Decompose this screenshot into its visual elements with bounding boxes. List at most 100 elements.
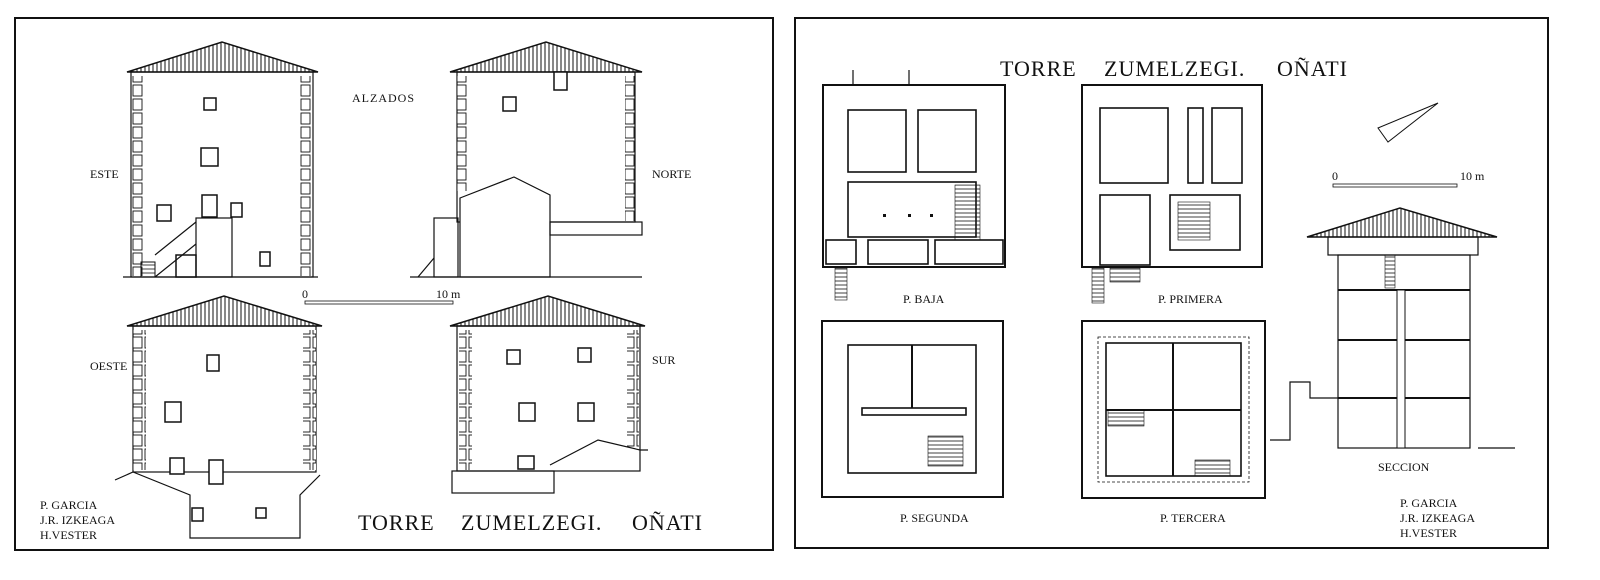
beam: [861, 407, 967, 416]
roof: [1306, 207, 1498, 238]
plan-tercera: P. TERCERA: [1081, 320, 1266, 525]
quoin-stones: [457, 76, 468, 191]
roof: [126, 41, 319, 73]
quoin-stones: [303, 330, 316, 470]
window: [553, 71, 568, 91]
window: [206, 354, 220, 372]
stairs: [1194, 459, 1231, 477]
title-part: OÑATI: [1277, 56, 1348, 81]
label-este: ESTE: [90, 167, 119, 181]
scale-bar-line: [304, 300, 454, 305]
room: [1211, 107, 1243, 184]
stair-rail: [154, 221, 197, 256]
stairs: [140, 261, 156, 278]
tower-wall: [132, 325, 317, 473]
plan-segunda: P. SEGUNDA: [821, 320, 1004, 525]
scale-end: 10 m: [436, 287, 461, 301]
author: J.R. IZKEAGA: [40, 513, 115, 527]
wall-block: [825, 239, 857, 265]
title-part: ZUMELZEGI.: [1104, 56, 1245, 81]
label-p-baja: P. BAJA: [903, 292, 945, 306]
sheet-title: TORRE ZUMELZEGI. OÑATI: [1000, 56, 1348, 81]
scale-start: 0: [1332, 169, 1338, 183]
window: [506, 349, 521, 365]
window: [255, 507, 267, 519]
label-seccion: SECCION: [1378, 460, 1430, 474]
window: [156, 204, 172, 222]
pillar: [930, 214, 933, 217]
author: P. GARCIA: [1400, 496, 1458, 510]
stair-rail: [154, 243, 197, 278]
window: [200, 147, 219, 167]
tower-wall: [130, 71, 314, 278]
door: [201, 194, 218, 218]
stair-landing: [195, 217, 233, 278]
author: H.VESTER: [1400, 526, 1457, 540]
stairs: [927, 435, 964, 467]
room: [917, 109, 977, 173]
quoin-stones: [131, 76, 143, 276]
stairs: [1091, 267, 1105, 304]
elevation-este: ESTE: [90, 41, 319, 278]
stairs: [1177, 201, 1211, 241]
scale-bar: 0 10 m: [302, 287, 461, 305]
quoin-stones: [627, 330, 639, 448]
stairs: [1109, 267, 1141, 283]
room: [1099, 194, 1151, 266]
wall-block: [867, 239, 929, 265]
elevation-oeste: OESTE: [90, 295, 323, 539]
stairs: [1384, 254, 1396, 289]
label-sur: SUR: [652, 353, 675, 367]
label-oeste: OESTE: [90, 359, 127, 373]
quoin-stones: [133, 330, 146, 470]
room: [1099, 107, 1169, 184]
title-part: TORRE: [358, 510, 435, 535]
label-p-primera: P. PRIMERA: [1158, 292, 1223, 306]
base-wall: [451, 470, 555, 494]
quoin-stones: [625, 76, 636, 221]
elevations-sheet: ESTE ALZADOS NORTE 0 10 m: [14, 17, 774, 551]
dashed-outline: [1097, 336, 1250, 483]
window: [191, 507, 204, 522]
author: H.VESTER: [40, 528, 97, 542]
room: [847, 181, 977, 238]
window: [577, 402, 595, 422]
attic-floor: [1327, 236, 1479, 256]
quoin-stones: [300, 76, 312, 276]
author: J.R. IZKEAGA: [1400, 511, 1475, 525]
title-part: OÑATI: [632, 510, 703, 535]
stairs: [834, 267, 848, 301]
roof: [449, 295, 646, 327]
annex-roofline: [549, 439, 648, 466]
stairs: [954, 184, 981, 241]
window: [577, 347, 592, 363]
north-arrow-icon: [1377, 102, 1439, 143]
room: [847, 109, 907, 173]
window: [502, 96, 517, 112]
scale-bar: 0 10 m: [1332, 169, 1485, 188]
scale-end: 10 m: [1460, 169, 1485, 183]
scale-bar-line: [1332, 183, 1458, 188]
scale-start: 0: [302, 287, 308, 301]
section-drawing: SECCION: [1270, 207, 1515, 474]
annex-outline: [1270, 381, 1338, 441]
lower-annex-outline: [114, 471, 321, 539]
sheet-title: TORRE ZUMELZEGI. OÑATI: [358, 510, 703, 535]
elevation-sur: SUR: [449, 295, 675, 494]
label-norte: NORTE: [652, 167, 691, 181]
wall-block: [934, 239, 1004, 265]
pillar: [883, 214, 886, 217]
title-part: ZUMELZEGI.: [461, 510, 602, 535]
annex-wall: [549, 221, 643, 236]
plans-sheet: TORRE ZUMELZEGI. OÑATI P. BAJA: [794, 17, 1549, 549]
annex-building: [459, 176, 551, 278]
room: [1187, 107, 1204, 184]
tower-wall: [456, 325, 641, 472]
elevation-norte: NORTE: [410, 41, 691, 278]
roof: [126, 295, 323, 327]
window: [164, 401, 182, 423]
window: [518, 402, 536, 422]
sheet-border: [14, 17, 774, 551]
plan-primera: P. PRIMERA: [1081, 84, 1263, 306]
